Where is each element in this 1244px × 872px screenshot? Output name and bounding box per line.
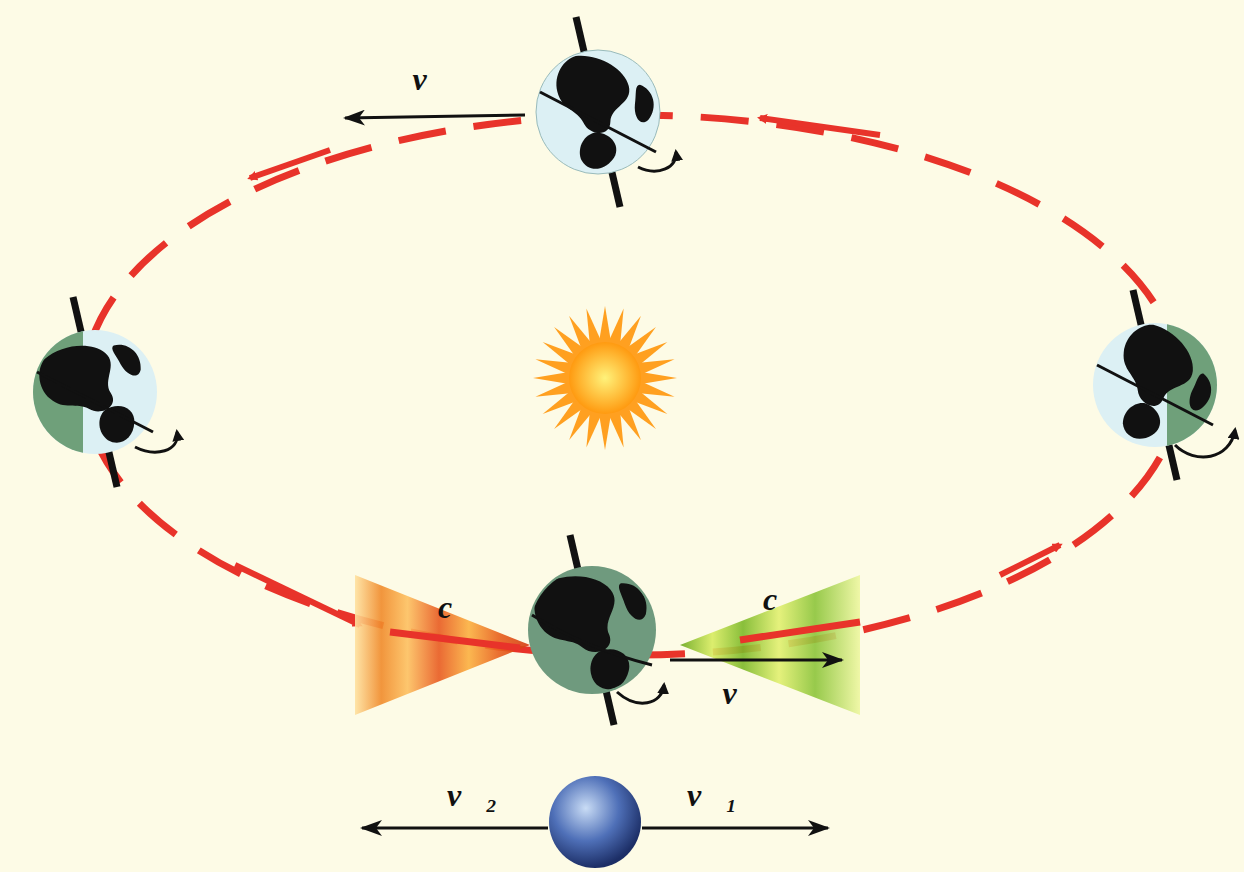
earth [528, 535, 664, 725]
velocity-label: v⃗ [722, 676, 761, 711]
earth [1081, 290, 1235, 480]
sun [533, 306, 677, 450]
light-speed-label: c [438, 590, 452, 625]
earth [532, 17, 676, 207]
ball [549, 776, 641, 868]
velocity-label: v⃗₁ [687, 778, 737, 813]
light-speed-label: c [763, 582, 777, 617]
velocity-label: v⃗ [412, 62, 451, 97]
earth [33, 297, 177, 487]
velocity-label: v⃗₂ [447, 778, 497, 813]
